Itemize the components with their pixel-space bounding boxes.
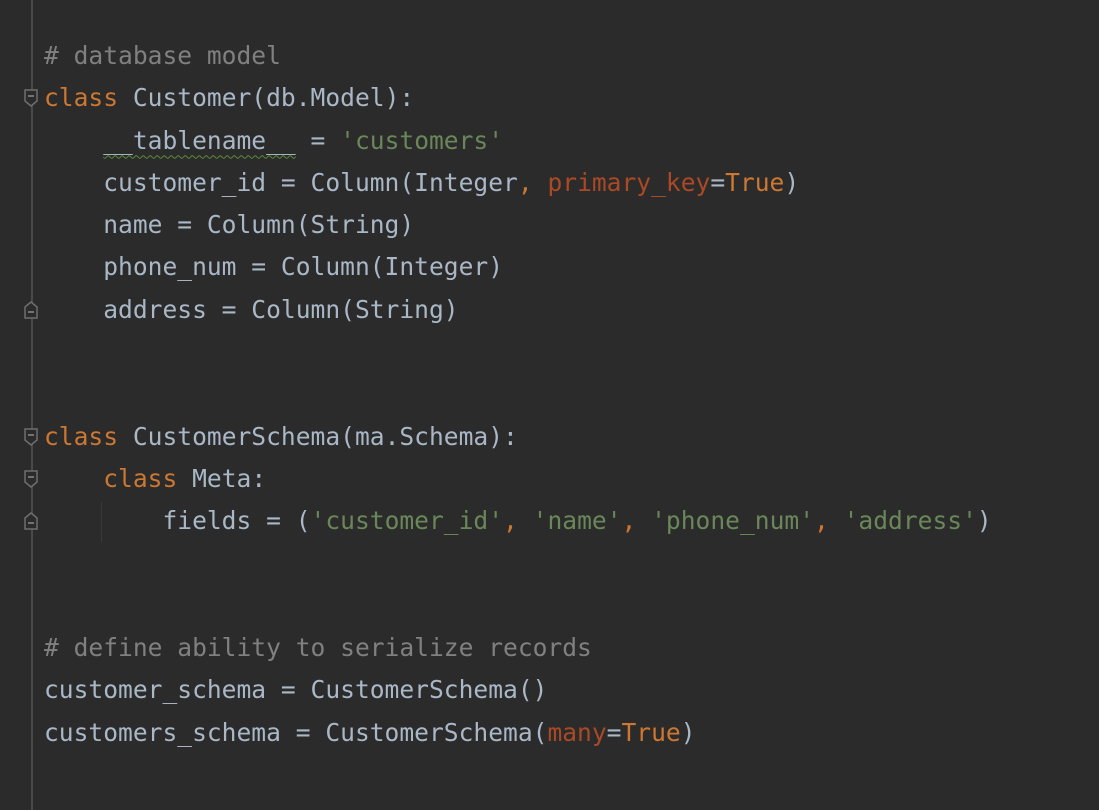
code-line[interactable]: phone_num = Column(Integer) bbox=[44, 246, 992, 288]
code-keyword: True bbox=[725, 167, 785, 197]
code-token: = bbox=[606, 717, 622, 747]
code-string: 'customer_id' bbox=[310, 506, 504, 536]
code-keyword: class bbox=[44, 421, 119, 451]
code-keyword: , bbox=[814, 506, 844, 536]
code-token: = bbox=[295, 125, 341, 155]
code-line[interactable]: ​ bbox=[44, 543, 992, 585]
code-token bbox=[44, 464, 103, 493]
code-kwarg: many bbox=[547, 717, 607, 747]
code-line[interactable]: class Customer(db.Model): bbox=[44, 77, 992, 119]
indent-guide bbox=[101, 502, 102, 542]
code-line[interactable]: ​ bbox=[44, 331, 992, 373]
code-line[interactable]: customer_schema = CustomerSchema() bbox=[44, 669, 992, 711]
code-token: CustomerSchema(ma.Schema): bbox=[118, 421, 518, 451]
code-line[interactable]: ​ bbox=[44, 373, 992, 415]
code-line[interactable]: customer_id = Column(Integer, primary_ke… bbox=[44, 162, 992, 204]
code-token bbox=[44, 126, 103, 155]
code-token: customer_schema = CustomerSchema() bbox=[44, 675, 548, 705]
code-keyword: class bbox=[44, 83, 119, 113]
fold-collapse-icon[interactable] bbox=[24, 470, 38, 488]
code-line[interactable]: class Meta: bbox=[44, 458, 992, 500]
code-token: customer_id = Column(Integer bbox=[44, 167, 518, 197]
code-string: 'name' bbox=[532, 506, 622, 536]
code-string: 'address' bbox=[843, 506, 977, 536]
code-keyword: , bbox=[503, 506, 533, 536]
code-string: 'phone_num' bbox=[651, 506, 814, 536]
code-line[interactable]: fields = ('customer_id', 'name', 'phone_… bbox=[44, 500, 992, 542]
code-token: ) bbox=[976, 506, 992, 536]
code-token: Customer(db.Model): bbox=[118, 83, 415, 113]
code-token: phone_num = Column(Integer) bbox=[44, 252, 504, 282]
code-line[interactable]: address = Column(String) bbox=[44, 289, 992, 331]
code-token: customers_schema = CustomerSchema( bbox=[44, 717, 548, 747]
code-token: ) bbox=[680, 717, 696, 747]
code-kwarg: primary_key bbox=[547, 167, 711, 197]
fold-collapse-icon[interactable] bbox=[24, 427, 38, 446]
code-line[interactable]: ​ bbox=[44, 585, 992, 627]
code-comment: # define ability to serialize records bbox=[44, 633, 592, 663]
fold-collapse-icon[interactable] bbox=[24, 89, 38, 108]
code-token: ) bbox=[784, 167, 800, 197]
code-line[interactable]: name = Column(String) bbox=[44, 204, 992, 246]
code-line[interactable]: # database model bbox=[44, 35, 992, 77]
code-keyword: True bbox=[621, 717, 681, 747]
code-token: __tablename__ bbox=[103, 125, 296, 155]
code-keyword: , bbox=[517, 167, 548, 197]
fold-end-icon[interactable] bbox=[24, 512, 38, 531]
fold-end-icon[interactable] bbox=[24, 300, 38, 319]
code-keyword: , bbox=[621, 506, 652, 536]
code-keyword: class bbox=[103, 463, 178, 493]
code-comment: # database model bbox=[44, 41, 281, 70]
code-string: 'customers' bbox=[340, 125, 504, 155]
code-editor[interactable]: # database model class Customer(db.Model)… bbox=[44, 35, 992, 754]
code-token: address = Column(String) bbox=[44, 294, 459, 324]
code-line[interactable]: class CustomerSchema(ma.Schema): bbox=[44, 416, 992, 458]
code-token: fields = ( bbox=[44, 506, 311, 536]
code-line[interactable]: # define ability to serialize records bbox=[44, 627, 992, 669]
code-line[interactable]: __tablename__ = 'customers' bbox=[44, 120, 992, 162]
code-token: = bbox=[710, 167, 726, 197]
code-token: Meta: bbox=[177, 463, 267, 493]
code-token: name = Column(String) bbox=[44, 210, 415, 240]
code-line[interactable]: customers_schema = CustomerSchema(many=T… bbox=[44, 712, 992, 754]
gutter-divider bbox=[31, 0, 33, 810]
